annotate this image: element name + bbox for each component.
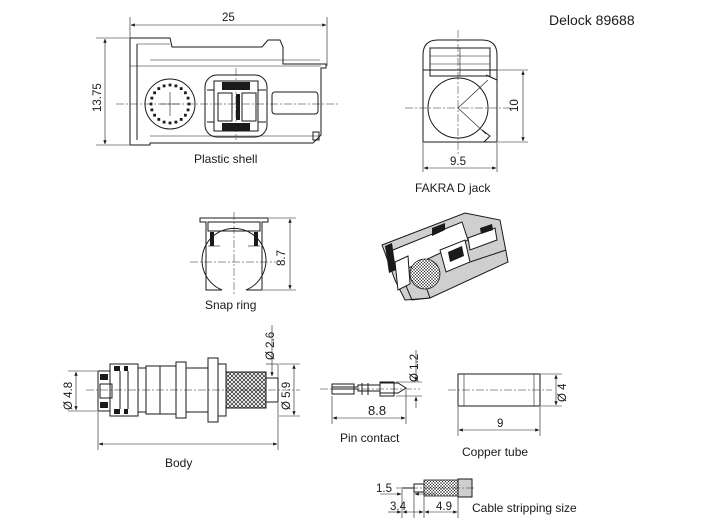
dim-shell-length: 25 [222,12,235,24]
pin-contact-view: Ø 1.2 8.8 Pin contact [320,350,422,445]
title-text: Delock 89688 [549,12,635,28]
knob-tick [153,113,156,117]
dim-strip-a: 1.5 [376,483,392,495]
knob-tick [153,91,156,95]
knob-tick [179,118,183,121]
label-pin-contact: Pin contact [340,431,400,445]
knob-tick [162,120,166,124]
cable-stripping-view: 1.5 3.4 4.9 Cable stripping size [376,478,577,518]
knob-tick [150,108,154,112]
dim-jack-height: 10 [509,99,521,112]
knob-tick [179,87,183,90]
dim-tube-d: Ø 4 [557,383,569,402]
dim-strip-b: 3.4 [390,501,407,513]
knob-tick [168,83,172,87]
knob-tick [174,120,178,124]
dim-strip-c: 4.9 [436,501,452,513]
label-snap-ring: Snap ring [205,298,256,312]
knob-tick [184,91,187,95]
label-body: Body [165,456,192,470]
label-copper-tube: Copper tube [462,445,528,459]
body-view: Ø 4.8 Ø 2.6 Ø 5.9 Body [63,325,300,470]
knob-tick [184,113,187,117]
dim-jack-width: 9.5 [450,156,466,168]
dim-pin-d: Ø 1.2 [409,354,421,382]
knob-tick [168,121,172,125]
dim-shell-height: 13.75 [92,83,104,112]
plastic-shell-view: 25 13.75 Plastic shel [92,12,340,166]
knob-tick [157,87,161,90]
knob-tick [186,96,190,100]
isometric-view [381,212,509,301]
knob-tick [157,118,161,121]
knob-tick [150,96,154,100]
copper-tube-view: Ø 4 9 Copper tube [448,373,569,459]
label-plastic-shell: Plastic shell [194,152,257,166]
snap-ring-view: 8.7 Snap ring [190,212,296,312]
knob-tick [174,84,178,88]
dim-snap-height: 8.7 [276,250,288,266]
dim-body-d2: Ø 5.9 [281,382,293,410]
knob-tick [162,84,166,88]
dim-pin-len: 8.8 [368,403,386,418]
fakra-jack-view: 10 9.5 FAKRA D jack [405,30,528,195]
label-fakra-jack: FAKRA D jack [415,181,491,195]
dim-body-d1: Ø 2.6 [265,332,277,360]
label-cable-stripping: Cable stripping size [472,501,577,515]
knob-tick [186,108,190,112]
dim-tube-len: 9 [497,418,503,430]
dim-body-d3: Ø 4.8 [63,382,75,410]
